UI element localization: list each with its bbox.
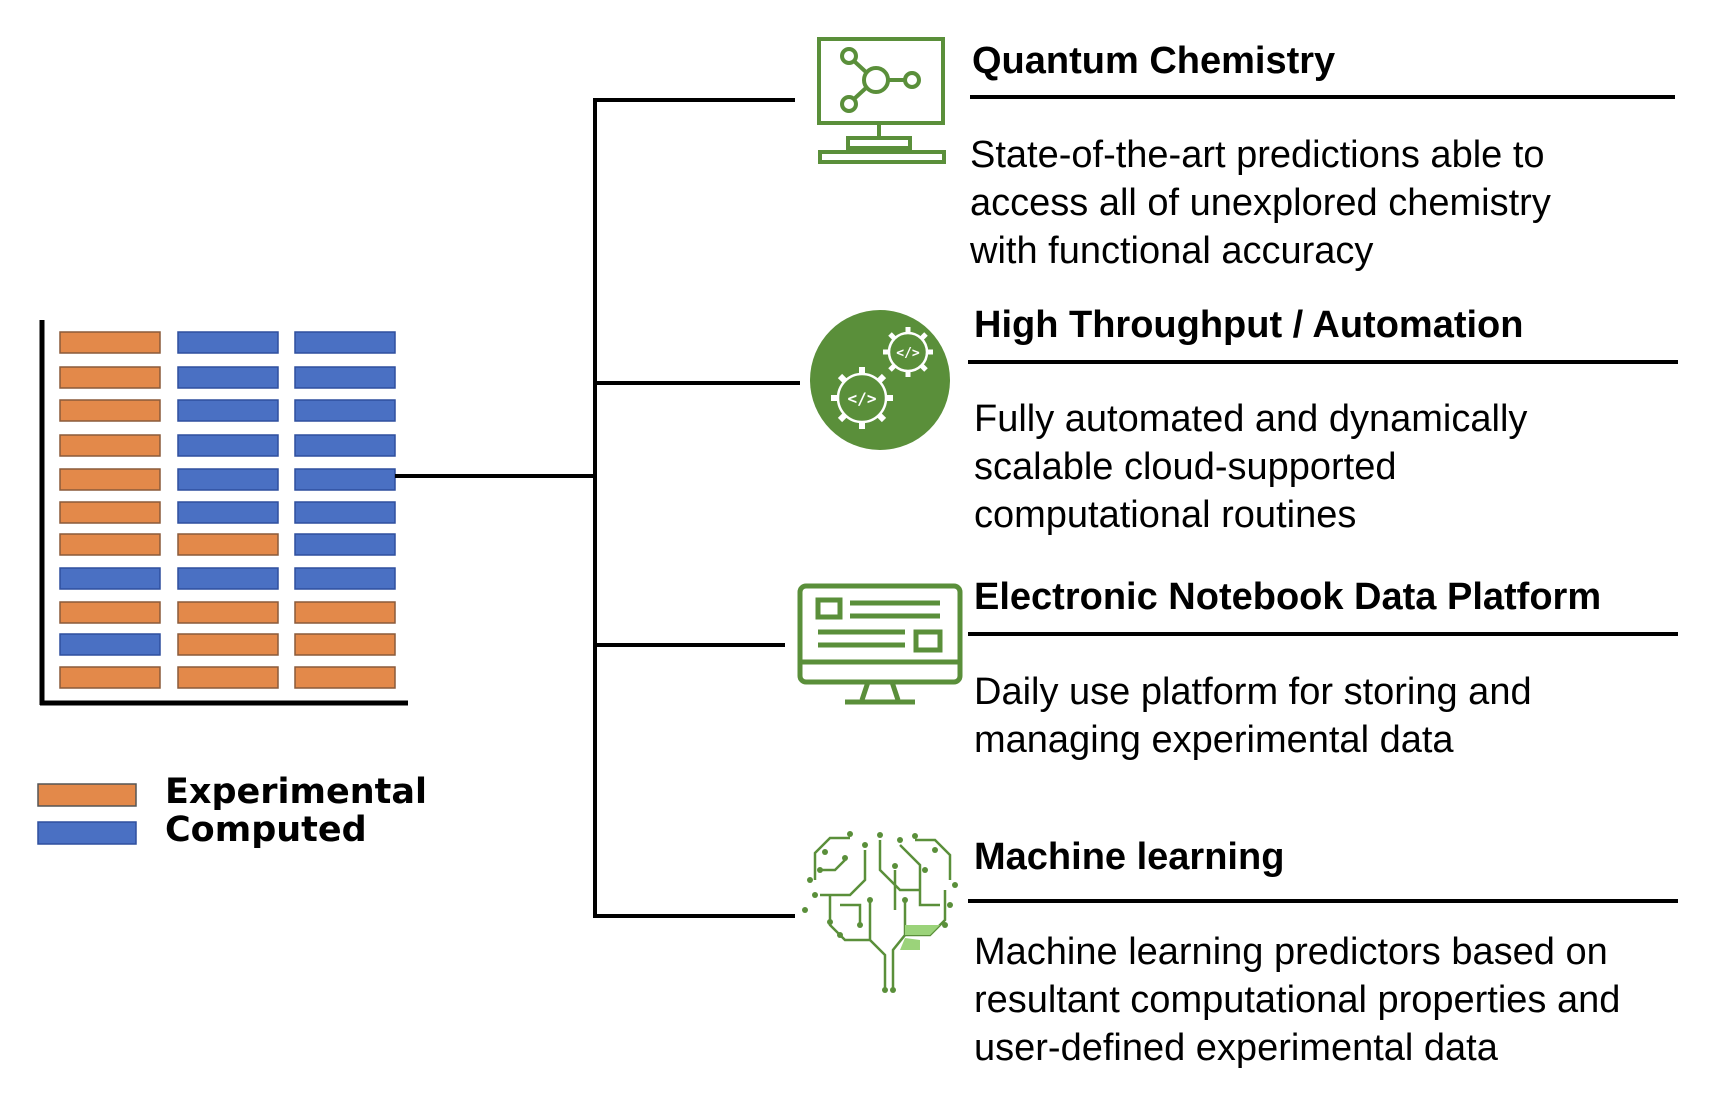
table-bar-experimental (59, 468, 161, 491)
table-bar-computed (294, 434, 396, 457)
legend-label-computed: Computed (165, 810, 367, 850)
description-line: managing experimental data (974, 719, 1454, 761)
table-bar-experimental (59, 399, 161, 422)
description-line: computational routines (974, 494, 1357, 536)
table-bar-experimental (294, 601, 396, 624)
table-bar-computed (177, 501, 279, 524)
table-bar-computed (59, 633, 161, 656)
section-description-machine-learning: Machine learning predictors based on res… (974, 928, 1620, 1072)
table-bar-experimental (59, 501, 161, 524)
table-bar-experimental (294, 633, 396, 656)
table-bar-computed (177, 468, 279, 491)
table-bar-computed (177, 434, 279, 457)
svg-text:</>: </> (896, 346, 920, 361)
description-line: Machine learning predictors based on (974, 931, 1608, 973)
table-bar-experimental (59, 666, 161, 689)
legend-swatch-experimental (37, 783, 137, 807)
circuit-brain-icon (802, 831, 958, 993)
description-line: scalable cloud-supported (974, 446, 1397, 488)
section-title-electronic-notebook: Electronic Notebook Data Platform (974, 576, 1602, 618)
section-title-machine-learning: Machine learning (974, 836, 1285, 878)
table-bar-experimental (177, 666, 279, 689)
table-bar-computed (294, 501, 396, 524)
section-title-quantum-chemistry: Quantum Chemistry (972, 40, 1336, 82)
data-table-bars (59, 331, 396, 689)
table-bar-computed (294, 468, 396, 491)
table-bar-computed (177, 331, 279, 354)
description-line: with functional accuracy (970, 230, 1374, 272)
gears-code-icon: </> </> (810, 310, 950, 450)
table-bar-computed (177, 399, 279, 422)
table-bar-experimental (59, 434, 161, 457)
description-line: Daily use platform for storing and (974, 671, 1532, 713)
connector-tree (395, 98, 800, 918)
section-rule-2 (968, 360, 1678, 364)
section-rule-4 (968, 899, 1678, 903)
table-bar-experimental (59, 533, 161, 556)
table-bar-computed (294, 366, 396, 389)
description-line: access all of unexplored chemistry (970, 182, 1551, 224)
section-rule-1 (970, 95, 1675, 99)
description-line: State-of-the-art predictions able to (970, 134, 1545, 176)
table-bar-computed (59, 567, 161, 590)
section-description-electronic-notebook: Daily use platform for storing and manag… (974, 668, 1532, 764)
table-bar-experimental (59, 601, 161, 624)
monitor-network-icon (817, 37, 946, 164)
table-bar-experimental (177, 601, 279, 624)
description-line: resultant computational properties and (974, 979, 1621, 1021)
section-description-quantum-chemistry: State-of-the-art predictions able to acc… (970, 131, 1551, 275)
monitor-document-icon (797, 583, 963, 705)
description-line: Fully automated and dynamically (974, 398, 1528, 440)
table-bar-experimental (59, 366, 161, 389)
table-bar-experimental (294, 666, 396, 689)
section-title-high-throughput: High Throughput / Automation (974, 304, 1524, 346)
table-bar-experimental (177, 633, 279, 656)
table-bar-computed (294, 567, 396, 590)
table-bar-computed (294, 399, 396, 422)
table-bar-computed (177, 366, 279, 389)
table-bar-computed (177, 567, 279, 590)
table-bar-experimental (177, 533, 279, 556)
description-line: user-defined experimental data (974, 1027, 1498, 1069)
section-rule-3 (968, 632, 1678, 636)
legend-swatch-computed (37, 821, 137, 845)
table-bar-computed (294, 331, 396, 354)
section-description-high-throughput: Fully automated and dynamically scalable… (974, 395, 1527, 539)
table-bar-experimental (59, 331, 161, 354)
legend-label-experimental: Experimental (165, 772, 428, 812)
table-bar-computed (294, 533, 396, 556)
svg-text:</>: </> (848, 389, 877, 408)
